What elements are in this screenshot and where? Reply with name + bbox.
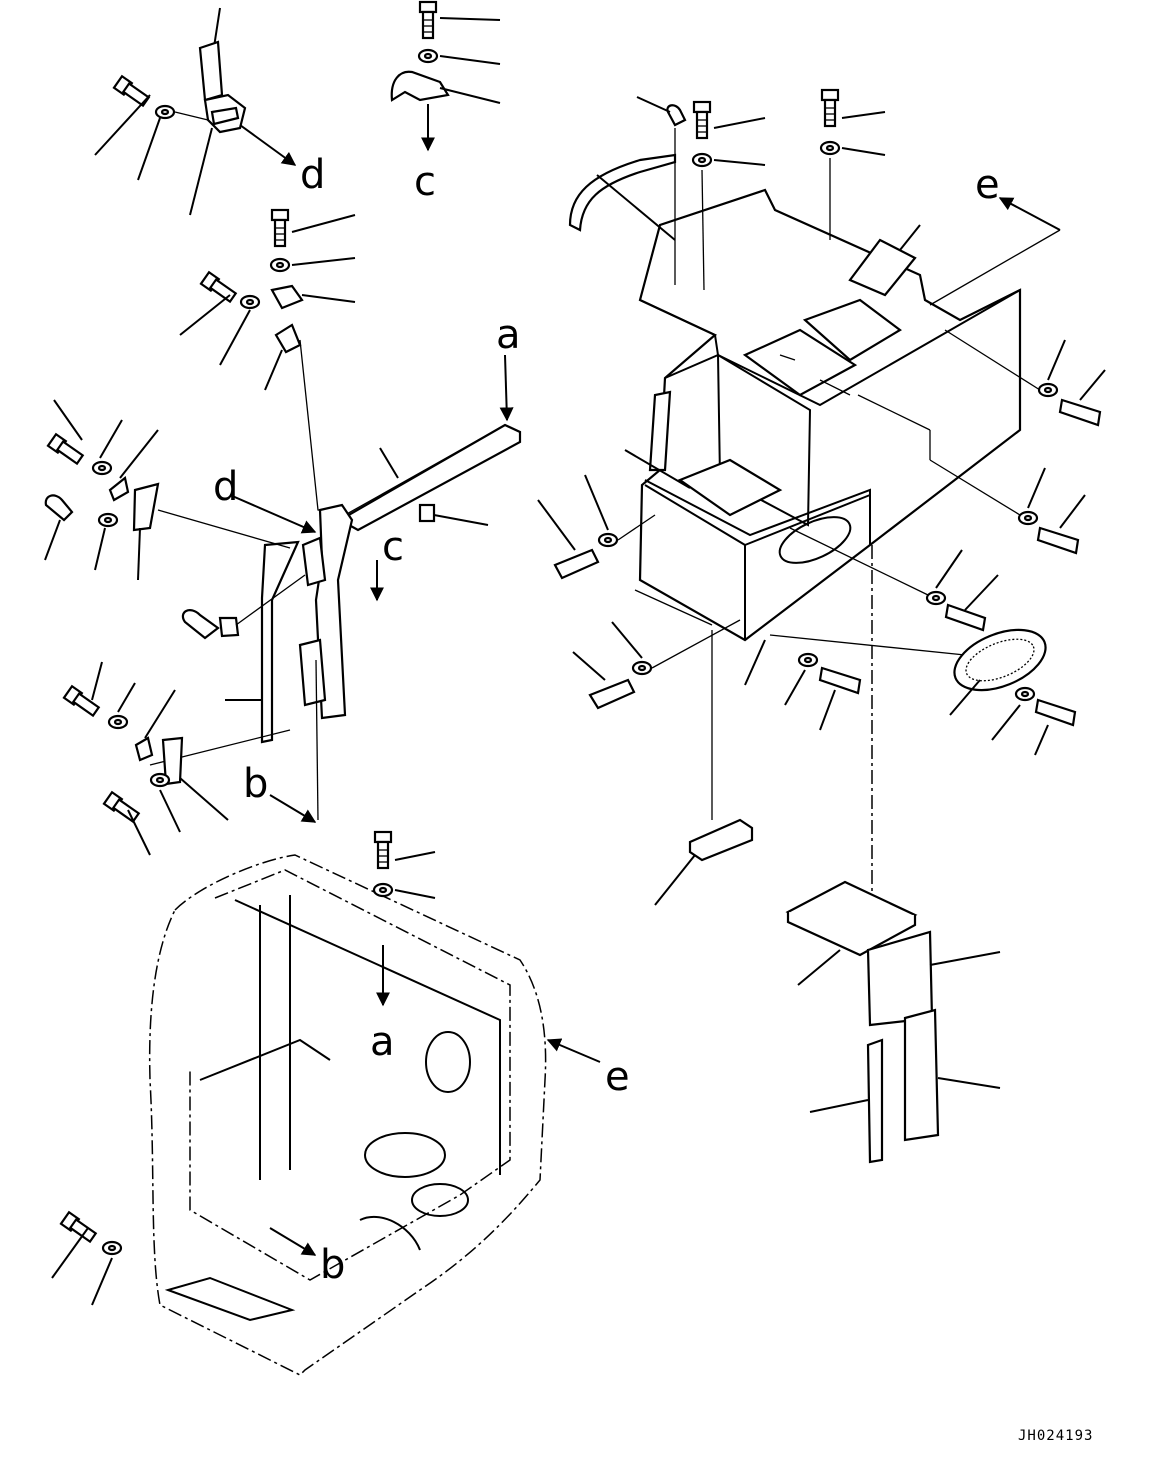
- label-d-top: d: [300, 152, 325, 198]
- storage-box-cabinet: e: [537, 88, 1106, 900]
- frame-beam: a: [299, 312, 522, 532]
- label-c-mid: c: [382, 524, 404, 570]
- label-d-mid: d: [213, 464, 238, 510]
- cab-frame: a e b: [51, 830, 630, 1376]
- clamp-group-top-left: d: [94, 7, 325, 216]
- clamp-group-upper-left: [179, 208, 356, 391]
- label-e-bottom: e: [605, 1054, 630, 1100]
- label-b-bottom: b: [320, 1242, 345, 1288]
- seal-pads: [654, 818, 1001, 1164]
- label-e-top: e: [975, 162, 1000, 208]
- label-a-bottom: a: [370, 1019, 395, 1065]
- left-clamps: b: [44, 399, 317, 856]
- vertical-post: d c: [149, 464, 404, 821]
- bracket-group-top-center: c: [390, 0, 501, 205]
- label-b-left: b: [243, 761, 268, 807]
- label-a-top: a: [496, 312, 521, 358]
- label-c-top: c: [414, 159, 436, 205]
- drawing-code: JH024193: [1018, 1428, 1093, 1444]
